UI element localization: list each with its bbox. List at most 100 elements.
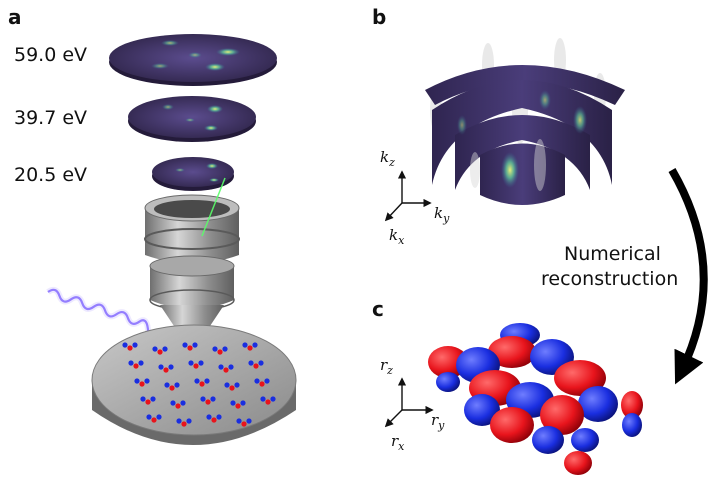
molecule-atom (224, 382, 230, 388)
molecule-atom (157, 349, 163, 355)
molecule-atom (133, 363, 139, 369)
sample-plate (91, 324, 297, 445)
molecule-atom (260, 396, 266, 402)
r-axes: rz ry rx (380, 356, 445, 453)
molecule-atom (235, 403, 241, 409)
molecule-atom (122, 342, 128, 348)
ry-label: ry (431, 411, 445, 432)
molecule-atom (258, 360, 264, 366)
panel-b-letter: b (372, 5, 386, 29)
molecule-atom (162, 346, 168, 352)
molecule-atom (211, 417, 217, 423)
panel-a-letter: a (8, 5, 22, 29)
molecule-atom (242, 342, 248, 348)
molecule-atom (210, 396, 216, 402)
molecule-atom (264, 378, 270, 384)
molecule-atom (246, 418, 252, 424)
molecule-atom (145, 399, 151, 405)
molecule-atom (181, 421, 187, 427)
molecule-atom (152, 346, 158, 352)
molecule-atom (241, 421, 247, 427)
molecule-atom (229, 385, 235, 391)
momentum-shells (425, 38, 625, 205)
molecule-atom (170, 400, 176, 406)
molecule-atom (204, 378, 210, 384)
energy-label-2: 39.7 eV (14, 107, 87, 129)
molecule-atom (138, 360, 144, 366)
photon-beam-icon (47, 288, 156, 352)
detector-disc-3 (152, 157, 234, 191)
molecule-atom (254, 378, 260, 384)
ky-label: ky (434, 204, 450, 225)
electron-lens (144, 177, 240, 335)
molecule-array (122, 342, 276, 427)
caption-line-1: Numerical (564, 243, 661, 265)
detector-disc-1 (109, 34, 277, 86)
molecule-atom (223, 367, 229, 373)
molecule-atom (132, 342, 138, 348)
molecule-atom (168, 364, 174, 370)
molecule-atom (265, 399, 271, 405)
molecule-atom (174, 382, 180, 388)
photon-glow (46, 286, 156, 354)
molecule-atom (134, 378, 140, 384)
molecule-atom (218, 364, 224, 370)
molecule-atom (192, 342, 198, 348)
molecule-atom (212, 346, 218, 352)
energy-label-1: 59.0 eV (14, 44, 87, 66)
molecule-atom (175, 403, 181, 409)
molecule-atom (248, 360, 254, 366)
molecule-atom (144, 378, 150, 384)
molecule-atom (236, 418, 242, 424)
molecule-atom (140, 396, 146, 402)
molecule-atom (198, 360, 204, 366)
molecule-atom (252, 342, 258, 348)
molecule-atom (151, 417, 157, 423)
molecule-atom (139, 381, 145, 387)
molecule-atom (164, 382, 170, 388)
molecule-atom (222, 346, 228, 352)
rz-label: rz (380, 356, 393, 377)
molecule-atom (228, 364, 234, 370)
molecule-atom (128, 360, 134, 366)
k-axes: kz ky kx (380, 148, 450, 247)
molecule-atom (270, 396, 276, 402)
molecule-atom (186, 418, 192, 424)
molecule-atom (176, 418, 182, 424)
molecule-atom (169, 385, 175, 391)
caption-line-2: reconstruction (541, 268, 678, 290)
molecule-atom (187, 345, 193, 351)
molecule-atom (200, 396, 206, 402)
molecule-atom (127, 345, 133, 351)
reconstruction-arrow-icon (668, 167, 708, 385)
molecule-atom (146, 414, 152, 420)
molecule-atom (217, 349, 223, 355)
energy-label-3: 20.5 eV (14, 164, 87, 186)
rx-label: rx (391, 432, 405, 453)
molecule-atom (206, 414, 212, 420)
molecule-atom (230, 400, 236, 406)
orbital-lobes (428, 323, 643, 475)
molecule-atom (216, 414, 222, 420)
molecule-atom (247, 345, 253, 351)
molecule-atom (259, 381, 265, 387)
molecule-atom (205, 399, 211, 405)
molecule-atom (158, 364, 164, 370)
detector-disc-2 (128, 96, 256, 142)
kx-label: kx (389, 226, 405, 247)
molecule-atom (182, 342, 188, 348)
molecule-atom (253, 363, 259, 369)
molecule-atom (199, 381, 205, 387)
molecule-atom (150, 396, 156, 402)
molecule-atom (163, 367, 169, 373)
panel-c-letter: c (372, 297, 384, 321)
molecule-atom (193, 363, 199, 369)
molecule-atom (188, 360, 194, 366)
kz-label: kz (380, 148, 395, 169)
molecule-atom (194, 378, 200, 384)
molecule-atom (234, 382, 240, 388)
molecule-atom (240, 400, 246, 406)
molecule-atom (156, 414, 162, 420)
molecule-atom (180, 400, 186, 406)
